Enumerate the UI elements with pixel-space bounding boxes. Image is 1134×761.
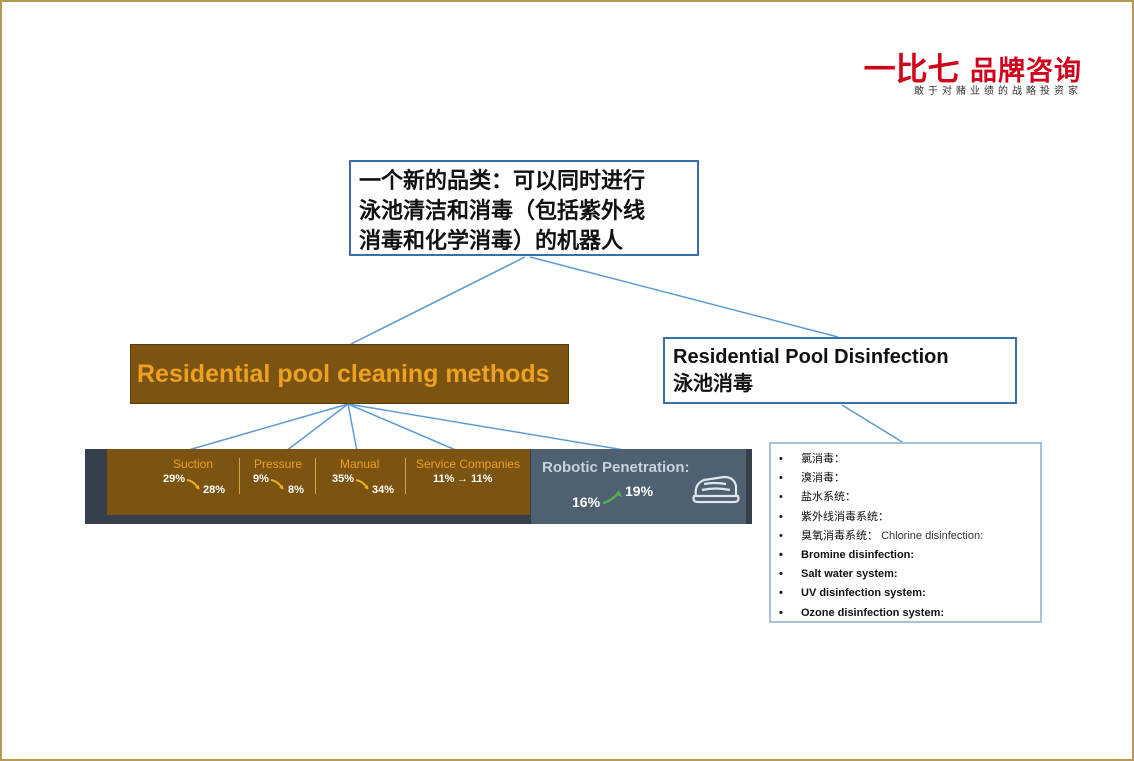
brand-logo-text: 品牌咨询 [970,56,1082,87]
list-item: 盐水系统： [779,488,1040,507]
metric-from: 9% [253,473,269,485]
metric-label: Suction [173,457,214,471]
metric-service-companies: Service Companies 11% → 11% [416,457,533,491]
robotic-from: 16% [572,494,601,510]
curved-arrow-icon [186,479,200,490]
metric-from: 35% [332,473,355,485]
pool-disinfection-box: Residential Pool Disinfection 泳池消毒 [663,337,1017,404]
list-item: 氯消毒： [779,450,1040,469]
list-item: UV disinfection system: [779,584,1040,603]
new-category-line-3: 消毒和化学消毒）的机器人 [359,229,624,254]
metric-divider [315,458,316,494]
metric-label: Pressure [254,457,303,471]
brand-logo: 一比七 品牌咨询 [864,44,1082,90]
new-category-line-1: 一个新的品类：可以同时进行 [359,169,646,194]
new-category-line-2: 泳池清洁和消毒（包括紫外线 [359,199,646,224]
list-item-extra: Chlorine disinfection: [881,529,984,542]
metric-to: 28% [203,484,226,496]
disinfection-methods-list: 氯消毒： 溴消毒： 盐水系统： 紫外线消毒系统： 臭氧消毒系统： Chlorin… [769,442,1042,623]
connector-methods-to-robotic [347,403,631,452]
curved-up-arrow-icon [602,490,622,505]
connector-methods-to-suction [184,403,349,452]
brand-tagline: 敢于对赌业绩的战略投资家 [914,86,1082,97]
new-category-box: 一个新的品类：可以同时进行 泳池清洁和消毒（包括紫外线 消毒和化学消毒）的机器人 [349,160,699,256]
connector-methods-to-service [347,403,459,452]
list-item: 溴消毒： [779,469,1040,488]
metric-suction: Suction 29% 28% [163,457,233,497]
connector-top-to-disinfection [529,256,839,338]
metric-from: 29% [163,473,186,485]
connector-methods-to-pressure [285,403,349,452]
list-item: 臭氧消毒系统： Chlorine disinfection: [779,527,1040,546]
metric-to: 34% [372,484,395,496]
robotic-panel [531,449,746,524]
metric-label: Service Companies [416,457,521,471]
robotic-to: 19% [625,483,654,499]
brand-logo-mark: 一比七 [863,50,960,88]
robotic-penetration-label: Robotic Penetration: [542,459,690,476]
methods-strip-left [107,449,530,515]
list-item: Ozone disinfection system: [779,604,1040,623]
pool-disinfection-title-cn: 泳池消毒 [673,373,753,395]
connector-methods-to-manual [347,403,358,452]
curved-arrow-icon [355,479,369,490]
metric-divider [405,458,406,494]
list-item: Salt water system: [779,565,1040,584]
metric-label: Manual [340,457,380,471]
list-item: 紫外线消毒系统： [779,508,1040,527]
right-arrow-icon: → [457,473,468,485]
metric-to: 8% [288,484,304,496]
pool-disinfection-title-en: Residential Pool Disinfection [673,346,949,368]
metric-divider [239,458,240,494]
robot-cleaner-icon [692,475,740,504]
list-item: Bromine disinfection: [779,546,1040,565]
metric-manual: Manual 35% 34% [332,457,402,497]
metric-from: 11% [433,473,455,485]
connector-top-to-methods [350,256,526,345]
metric-pressure: Pressure 9% 8% [253,457,313,497]
curved-arrow-icon [270,479,284,490]
metric-to: 11% [471,473,493,485]
cleaning-methods-box: Residential pool cleaning methods [130,344,569,404]
